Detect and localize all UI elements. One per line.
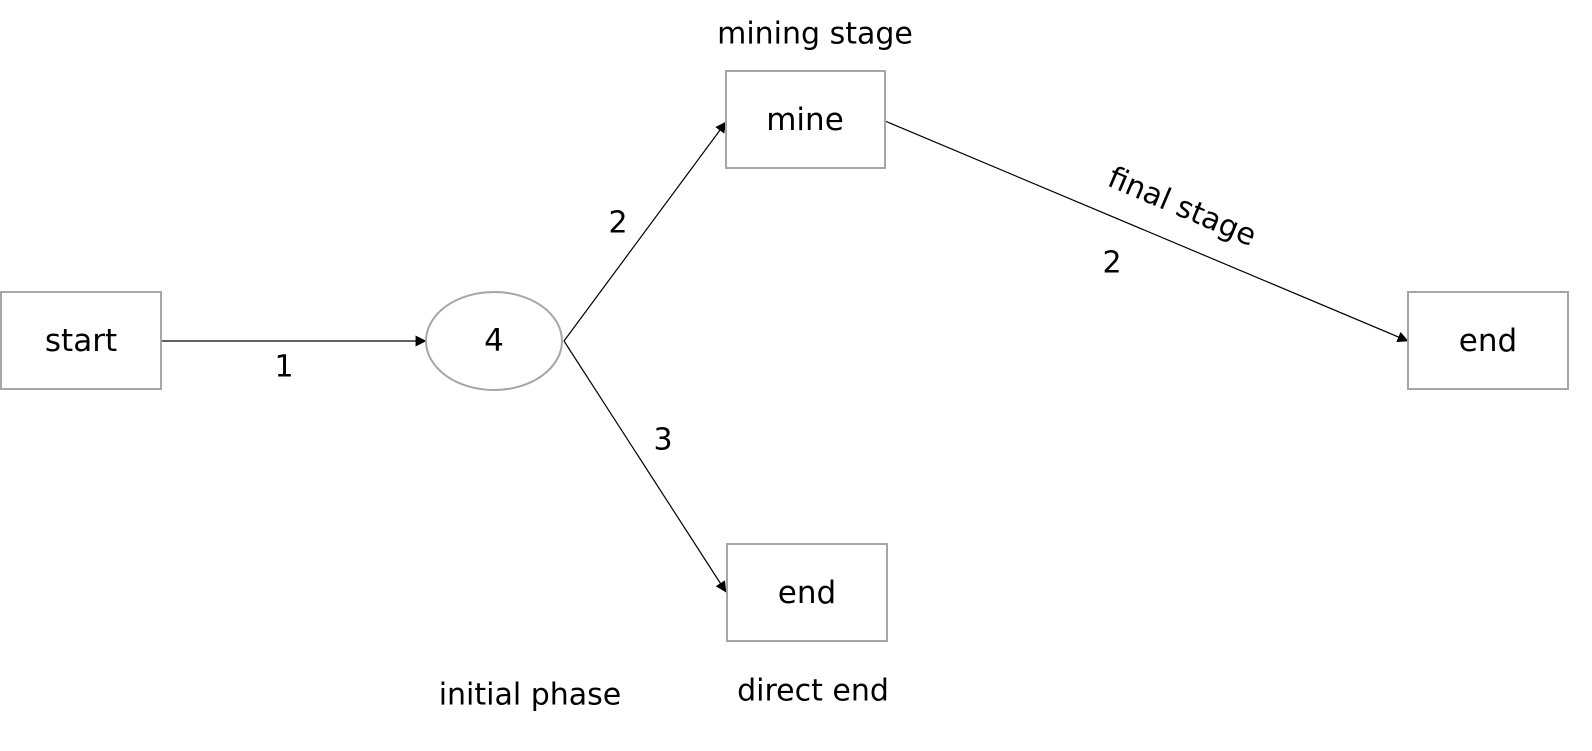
edge-junction-to-end-direct <box>563 340 727 593</box>
node-end-direct: end <box>726 543 888 642</box>
edge-label-mine-to-end-final: 2 <box>1102 246 1121 281</box>
edge-mine-to-end-final <box>884 120 1409 343</box>
node-mine: mine <box>725 70 886 169</box>
node-end-direct-label: end <box>778 575 836 611</box>
edge-label-junction-to-end-direct: 3 <box>653 423 672 458</box>
node-end-final-label: end <box>1459 323 1517 359</box>
edge-label-junction-to-mine: 2 <box>608 206 627 241</box>
node-junction: 4 <box>425 291 563 391</box>
node-end-final: end <box>1407 291 1569 390</box>
annotation-direct-end: direct end <box>737 674 889 709</box>
node-start-label: start <box>45 323 117 359</box>
node-junction-label: 4 <box>484 323 504 359</box>
node-start: start <box>0 291 162 390</box>
annotation-mining-stage: mining stage <box>717 17 913 52</box>
edge-label-start-to-junction: 1 <box>274 350 293 385</box>
annotation-final-stage: final stage <box>1103 160 1262 254</box>
edge-junction-to-mine <box>563 121 727 342</box>
node-mine-label: mine <box>766 102 844 138</box>
annotation-initial-phase: initial phase <box>439 678 622 713</box>
